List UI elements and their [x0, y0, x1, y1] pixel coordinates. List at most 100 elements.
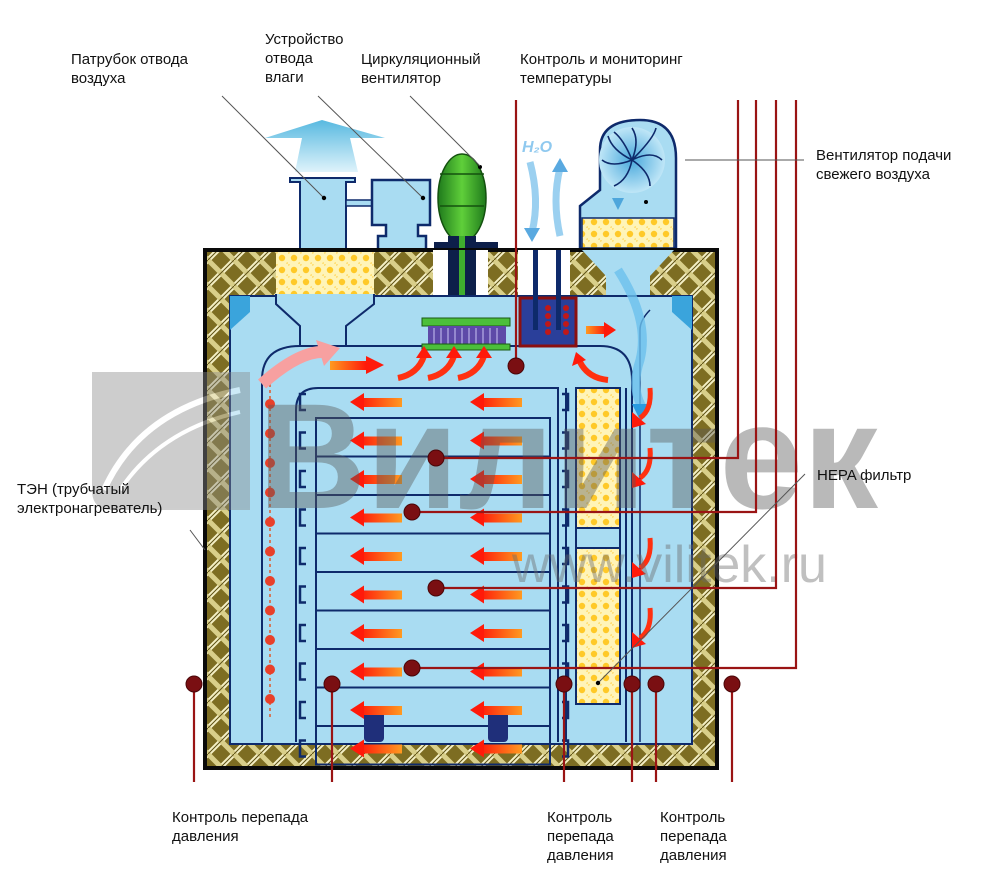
airflow-arrow-head	[470, 624, 484, 642]
bracket-left	[298, 662, 306, 681]
airflow-arrow	[480, 744, 522, 754]
heater-coil	[265, 635, 275, 645]
airflow-arrow-head	[350, 739, 364, 758]
side-arrow-head	[632, 562, 646, 578]
airflow-arrow	[480, 398, 522, 407]
shelf	[315, 725, 551, 766]
sensor-icon	[427, 449, 445, 467]
side-airflow-arrows	[632, 387, 653, 648]
sensor-icon	[723, 675, 741, 693]
airflow-arrow	[360, 629, 402, 638]
label-pressure-left: Контроль перепада давления	[172, 809, 309, 845]
airflow-arrow-head	[350, 585, 364, 604]
bracket-left	[298, 739, 306, 758]
heater-coil	[265, 605, 275, 616]
airflow-arrow-head	[470, 585, 484, 604]
airflow-arrow	[480, 667, 522, 677]
bracket-left	[298, 508, 306, 527]
heater-coil	[265, 517, 275, 527]
airflow-arrow	[480, 436, 522, 446]
label-hepa-filter: HEPA фильтр	[817, 467, 912, 484]
airflow-arrow	[480, 513, 522, 523]
bracket-left	[298, 585, 306, 604]
airflow-arrow-head	[350, 624, 364, 642]
heater-coil	[265, 428, 275, 439]
label-fresh-air-fan: Вентилятор подачи свежего воздуха	[816, 147, 952, 183]
leader-dots	[321, 195, 601, 686]
label-circulation-fan: Циркуляционный вентилятор	[361, 51, 481, 87]
heater-coil	[265, 546, 275, 557]
airflow-arrow-head	[350, 470, 364, 488]
airflow-arrow	[360, 706, 402, 715]
h2o-moisture-flow-icon: H₂O	[522, 139, 568, 242]
heater-element-icon	[265, 384, 275, 720]
side-arrow	[638, 447, 653, 481]
exhaust-filter	[276, 252, 374, 294]
airflow-arrow-head	[470, 739, 484, 758]
temperature-sensor-block-icon	[518, 250, 578, 348]
airflow-arrow-head	[350, 547, 364, 565]
airflow-arrow	[360, 436, 402, 446]
bracket-left	[298, 700, 306, 720]
sensor-icon	[185, 675, 203, 693]
airflow-arrow-head	[350, 662, 364, 681]
moisture-removal-device-icon	[370, 178, 432, 252]
exhaust-pipe-icon	[265, 120, 385, 257]
label-temperature-monitoring: Контроль и мониторинг температуры	[520, 51, 683, 87]
airflow-arrow	[360, 398, 402, 407]
sensor-icon	[507, 357, 525, 375]
label-pressure-mid: Контроль перепада давления	[547, 809, 614, 864]
airflow-arrow	[480, 629, 522, 638]
sensor-icon	[403, 659, 421, 677]
airflow-arrow	[480, 475, 522, 484]
label-exhaust-pipe: Патрубок отвода воздуха	[71, 51, 188, 87]
heater-coil	[265, 487, 275, 498]
shelf-airflow-arrows	[350, 393, 522, 758]
h2o-text: H₂O	[522, 139, 553, 156]
heater-coil	[265, 399, 275, 409]
airflow-arrow	[360, 667, 402, 677]
airflow-arrow-head	[350, 431, 364, 450]
watermark-url: www.vilitek.ru	[511, 536, 827, 594]
leader-lines	[189, 95, 806, 684]
airflow-arrow	[360, 475, 402, 484]
airflow-arrow-head	[350, 393, 364, 411]
sensor-icon	[323, 675, 341, 693]
heater-coil	[265, 664, 275, 675]
top-airflow-arrows	[258, 322, 616, 389]
airflow-arrow-head	[350, 701, 364, 719]
label-pressure-right: Контроль перепада давления	[660, 809, 727, 864]
sensor-icon	[403, 503, 421, 521]
airflow-arrow-head	[470, 470, 484, 488]
watermark-brand: Вилитек	[258, 372, 879, 540]
heater-coil	[265, 576, 275, 586]
airflow-arrow-head	[350, 508, 364, 527]
side-arrow-head	[632, 632, 646, 648]
airflow-arrow	[360, 590, 402, 600]
heater-coil	[265, 458, 275, 468]
airflow-arrow-head	[470, 701, 484, 719]
side-arrow	[638, 607, 653, 641]
airflow-arrow	[360, 744, 402, 754]
sensor-icon	[427, 579, 445, 597]
sensors	[185, 357, 741, 693]
bracket-left	[298, 431, 306, 450]
airflow-arrow-head	[470, 431, 484, 450]
label-heater: ТЭН (трубчатый электронагреватель)	[17, 481, 163, 517]
side-arrow	[638, 537, 653, 571]
heater-coil	[265, 694, 275, 704]
airflow-arrow-head	[470, 547, 484, 565]
side-arrow	[638, 387, 653, 421]
airflow-arrow	[360, 513, 402, 523]
side-arrow-head	[632, 472, 646, 488]
sensor-icon	[623, 675, 641, 693]
bracket-left	[298, 469, 306, 489]
airflow-arrow	[360, 552, 402, 561]
sensor-wiring	[192, 100, 798, 782]
fresh-air-flow	[614, 267, 648, 413]
label-moisture-removal: Устройство отвода влаги	[265, 31, 344, 86]
bracket-left	[298, 623, 306, 643]
airflow-arrow	[480, 590, 522, 600]
shelf-rack	[295, 387, 559, 742]
